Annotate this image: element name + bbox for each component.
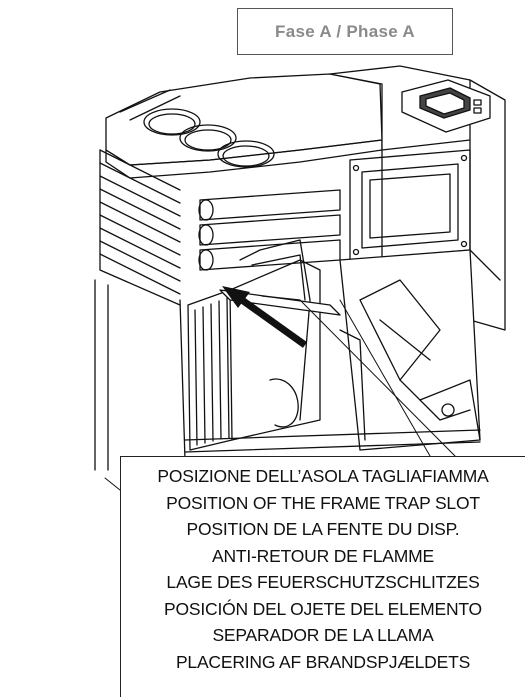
callout-box: POSIZIONE DELL’ASOLA TAGLIAFIAMMA POSITI… <box>120 456 525 697</box>
phase-label: Fase A / Phase A <box>275 21 415 41</box>
phase-label-box: Fase A / Phase A <box>237 8 453 55</box>
hopper <box>339 249 481 451</box>
callout-line-en: POSITION OF THE FRAME TRAP SLOT <box>166 492 480 513</box>
callout-line-es-1: POSICIÓN DEL OJETE DEL ELEMENTO <box>164 598 482 619</box>
flame-trap-plate <box>219 289 341 316</box>
callout-line-de: LAGE DES FEUERSCHUTZSCHLITZES <box>166 572 480 592</box>
firebox-wall <box>187 259 321 451</box>
callout-line-da: PLACERING AF BRANDSPJÆLDETS <box>175 651 471 672</box>
leader-lines <box>104 299 456 491</box>
callout-line-it: POSIZIONE DELL’ASOLA TAGLIAFIAMMA <box>157 466 489 486</box>
callout-line-es-2: SEPARADOR DE LA LLAMA <box>212 625 434 645</box>
callout-line-fr-1: POSITION DE LA FENTE DU DISP. <box>186 519 460 539</box>
pointer-arrow <box>222 286 308 348</box>
top-openings <box>143 108 275 168</box>
exchanger-tubes <box>198 189 341 271</box>
deflector <box>239 239 311 428</box>
callout-line-fr-2: ANTI-RETOUR DE FLAMME <box>211 545 435 566</box>
side-louvres <box>99 149 181 306</box>
control-display <box>401 79 491 133</box>
side-panel <box>94 279 186 471</box>
top-cover <box>105 73 383 179</box>
